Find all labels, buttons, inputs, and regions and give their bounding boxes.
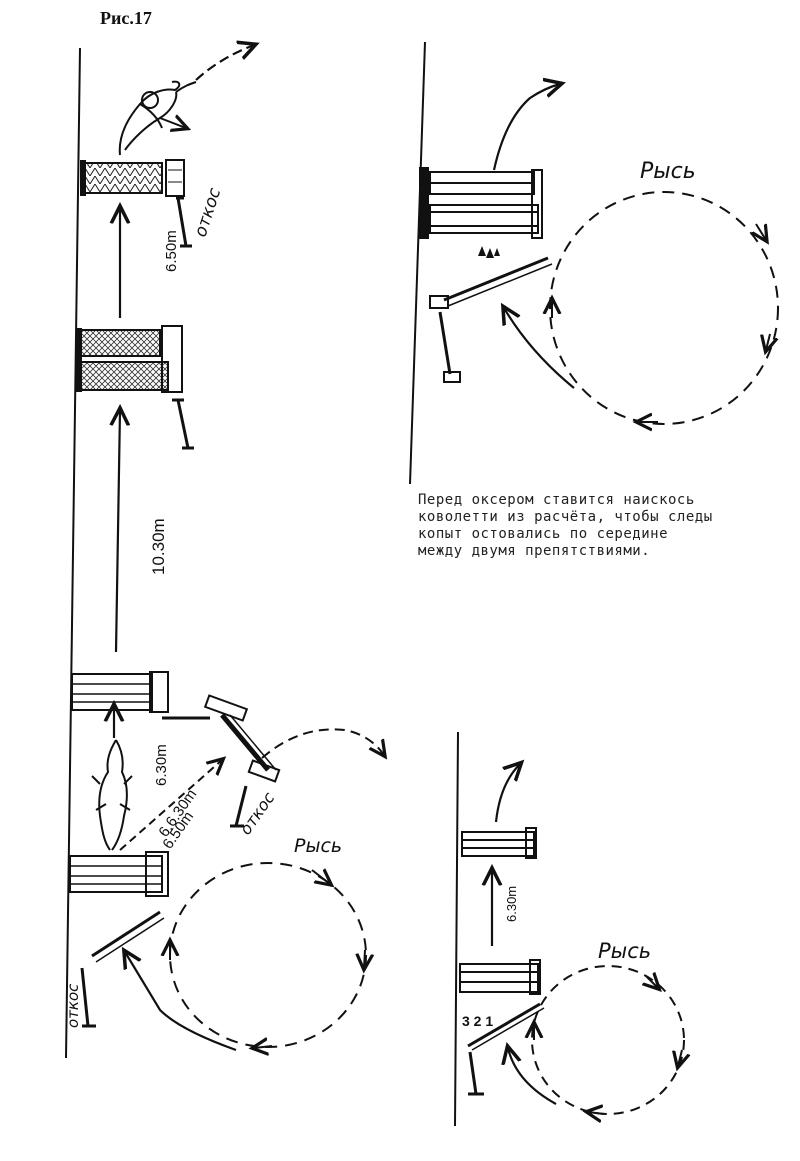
d1-vertical-obstacle-low — [71, 671, 169, 713]
d2-exit-arrow — [492, 84, 560, 171]
horse-jumping-icon — [118, 80, 197, 156]
d1-ground-pole-top — [176, 196, 192, 248]
d2-hoof-marks-icon — [478, 246, 500, 258]
d1-vertical-obstacle-bottom — [69, 851, 169, 897]
d3-trot-arrow-1 — [646, 976, 658, 988]
d3-numbers: 3 2 1 — [462, 1013, 493, 1029]
d3-cavaletti-diagonal — [467, 1002, 545, 1051]
d3-distance: 6.30m — [504, 886, 519, 922]
explanation-note: Перед оксером ставится наискось ковoлетт… — [418, 492, 798, 560]
d3-trot-label: Рысь — [598, 939, 651, 963]
d1-trot-arrow-1 — [311, 870, 330, 884]
d1-oxer-obstacle — [76, 325, 183, 393]
d1-ground-pole-mid — [172, 398, 194, 450]
d3-vertical-obstacle-bottom — [459, 959, 541, 995]
figure-label: Рис.17 — [100, 8, 152, 28]
d3-trot-circle — [531, 965, 685, 1115]
d1-ground-pole-low — [80, 967, 96, 1028]
diagram-1-arena-line — [65, 47, 81, 1059]
d1-otkos-label-low: откос — [64, 983, 82, 1028]
d1-top-wall-obstacle — [80, 159, 185, 197]
d3-entry-arrow — [508, 1048, 557, 1105]
horse-top-view-icon — [91, 739, 133, 851]
d3-trot-arrow-3 — [588, 1112, 605, 1114]
d2-ground-pole — [438, 311, 461, 383]
d2-trot-label: Рысь — [640, 159, 696, 184]
d2-trot-circle — [549, 191, 779, 425]
d1-distance-a: 6.30m — [153, 744, 170, 786]
d1-diagonal-pole-with-stand — [162, 694, 281, 783]
d1-trot-arrow-3 — [254, 1046, 273, 1048]
note-line: копыт остовались по середине — [418, 526, 669, 542]
d1-trot-arrow-2 — [364, 949, 365, 968]
d1-cavaletti-diagonal — [91, 910, 165, 963]
d1-dashed-diagonal — [119, 760, 222, 851]
d2-entry-arrow — [504, 308, 575, 389]
d1-distance-mid: 10.30m — [149, 518, 168, 575]
d1-exit-arrow — [195, 45, 254, 81]
diagram-3-arena-line — [454, 731, 459, 1127]
diagram-2-arena-line — [409, 41, 426, 485]
d3-trot-arrow-2 — [678, 1049, 682, 1066]
d1-dashed-exit-arc — [261, 728, 384, 758]
d1-arrow-long — [116, 410, 120, 653]
d3-ground-pole — [468, 1051, 484, 1096]
d2-trot-arrow-2 — [766, 333, 770, 350]
d2-trot-arrow-1 — [756, 223, 766, 240]
d1-otkos-label-top: откос — [191, 185, 226, 240]
d3-vertical-obstacle-top — [461, 827, 537, 859]
d2-oxer-obstacle — [419, 167, 543, 239]
note-line: между двумя препятствиями. — [418, 543, 651, 559]
note-line: ковoлетти из расчёта, чтобы следы — [418, 509, 713, 525]
d1-trot-label: Рысь — [294, 835, 342, 857]
d1-distance-top: 6.50m — [163, 230, 180, 272]
d1-ground-pole-right — [230, 785, 248, 828]
d1-entry-arrow — [125, 952, 237, 1052]
d3-exit-arrow — [494, 764, 520, 823]
note-line: Перед оксером ставится наискось — [418, 492, 695, 508]
d1-trot-circle — [169, 862, 367, 1048]
d2-cavaletti-diagonal — [429, 256, 553, 309]
